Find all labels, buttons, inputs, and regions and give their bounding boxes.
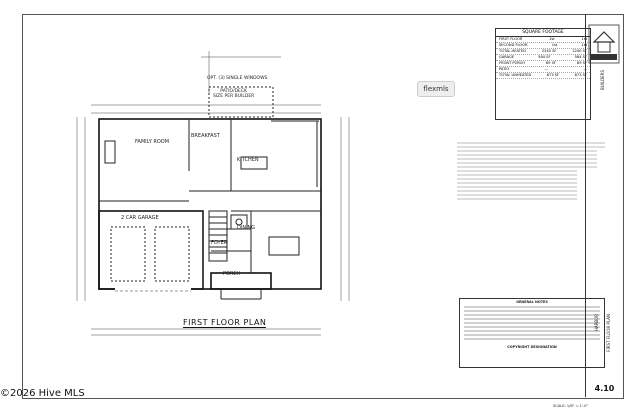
patio-title: PATIO/DECK <box>220 89 247 94</box>
square-footage-cell: FIRST FLOOR <box>499 37 523 41</box>
room-label-porch: PORCH <box>223 271 241 277</box>
square-footage-cell: 1st <box>581 37 587 41</box>
title-block-plan-name: HARBOR <box>594 314 599 332</box>
room-label-foyer: FOYER <box>211 240 228 246</box>
square-footage-row: FIRST FLOOR 1st 1st <box>496 37 590 43</box>
flexmls-watermark: flexmls <box>417 81 455 97</box>
square-footage-cell: SECOND FLOOR <box>499 43 528 47</box>
room-label-dining: DINING <box>237 225 256 231</box>
square-footage-row: GARAGE 584 SF 584 SF <box>496 55 590 61</box>
square-footage-row: TOTAL HEATED 2240 SF 2240 SF <box>496 49 590 55</box>
room-label-garage: 2 CAR GARAGE <box>121 215 159 221</box>
square-footage-cell: TOTAL UNHEATED <box>499 73 532 77</box>
square-footage-header: SQUARE FOOTAGE <box>496 29 590 37</box>
room-label-kitchen: KITCHEN <box>237 157 259 163</box>
square-footage-cell: 89 SF <box>576 61 587 65</box>
title-block-brand: BUILDERS <box>600 70 605 91</box>
title-block-sheet-title: FIRST FLOOR PLAN <box>606 314 611 352</box>
copyright-designation-header: COPYRIGHT DESIGNATION <box>507 344 557 349</box>
builder-logo-icon <box>588 24 620 64</box>
title-block: BUILDERS HARBOR FIRST FLOOR PLAN 4.10 <box>585 14 623 397</box>
square-footage-cell: 1st <box>549 37 555 41</box>
floor-plan-drawing <box>76 51 350 336</box>
patio-subtitle: SIZE PER BUILDER <box>213 94 255 99</box>
room-label-breakfast: BREAKFAST <box>191 133 220 139</box>
square-footage-cell: TOTAL HEATED <box>499 49 526 53</box>
square-footage-cell: 2240 SF <box>572 49 587 53</box>
square-footage-row: TOTAL UNHEATED 673 SF 673 SF <box>496 73 590 79</box>
sheet-number: 4.10 <box>594 384 615 393</box>
patio-label: PATIO/DECK SIZE PER BUILDER <box>213 89 254 99</box>
square-footage-cell: — <box>544 67 549 71</box>
general-notes-header: GENERAL NOTES <box>516 300 548 304</box>
window-option-note: OPT. (3) SINGLE WINDOWS <box>207 76 268 81</box>
square-footage-cell: 89 SF <box>545 61 556 65</box>
square-footage-row: SECOND FLOOR 1st 1st <box>496 43 590 49</box>
square-footage-cell: 2240 SF <box>541 49 557 53</box>
square-footage-cell: 1st <box>551 43 558 47</box>
square-footage-cell: GARAGE <box>499 55 515 59</box>
legend-block <box>457 139 605 227</box>
room-label-family: FAMILY ROOM <box>135 139 170 145</box>
square-footage-row: FRONT PORCH 89 SF 89 SF <box>496 61 590 67</box>
square-footage-cell: PATIO <box>499 67 510 71</box>
legend-lines <box>457 142 605 200</box>
square-footage-cell: 673 SF <box>574 73 587 77</box>
notes-text-lines <box>464 307 600 340</box>
square-footage-cell: 584 SF <box>538 55 551 59</box>
general-notes-box: GENERAL NOTES COPYRIGHT DESIGNATION <box>459 298 605 368</box>
mls-copyright: ©2026 Hive MLS <box>0 388 85 399</box>
square-footage-cell: FRONT PORCH <box>499 61 525 65</box>
square-footage-cell: 584 SF <box>574 55 587 59</box>
plan-title: FIRST FLOOR PLAN <box>183 318 267 328</box>
scale-note: SCALE: 1/8" = 1'-0" <box>553 404 589 408</box>
square-footage-cell: 673 SF <box>546 73 560 77</box>
square-footage-cell: 1st <box>581 43 587 47</box>
